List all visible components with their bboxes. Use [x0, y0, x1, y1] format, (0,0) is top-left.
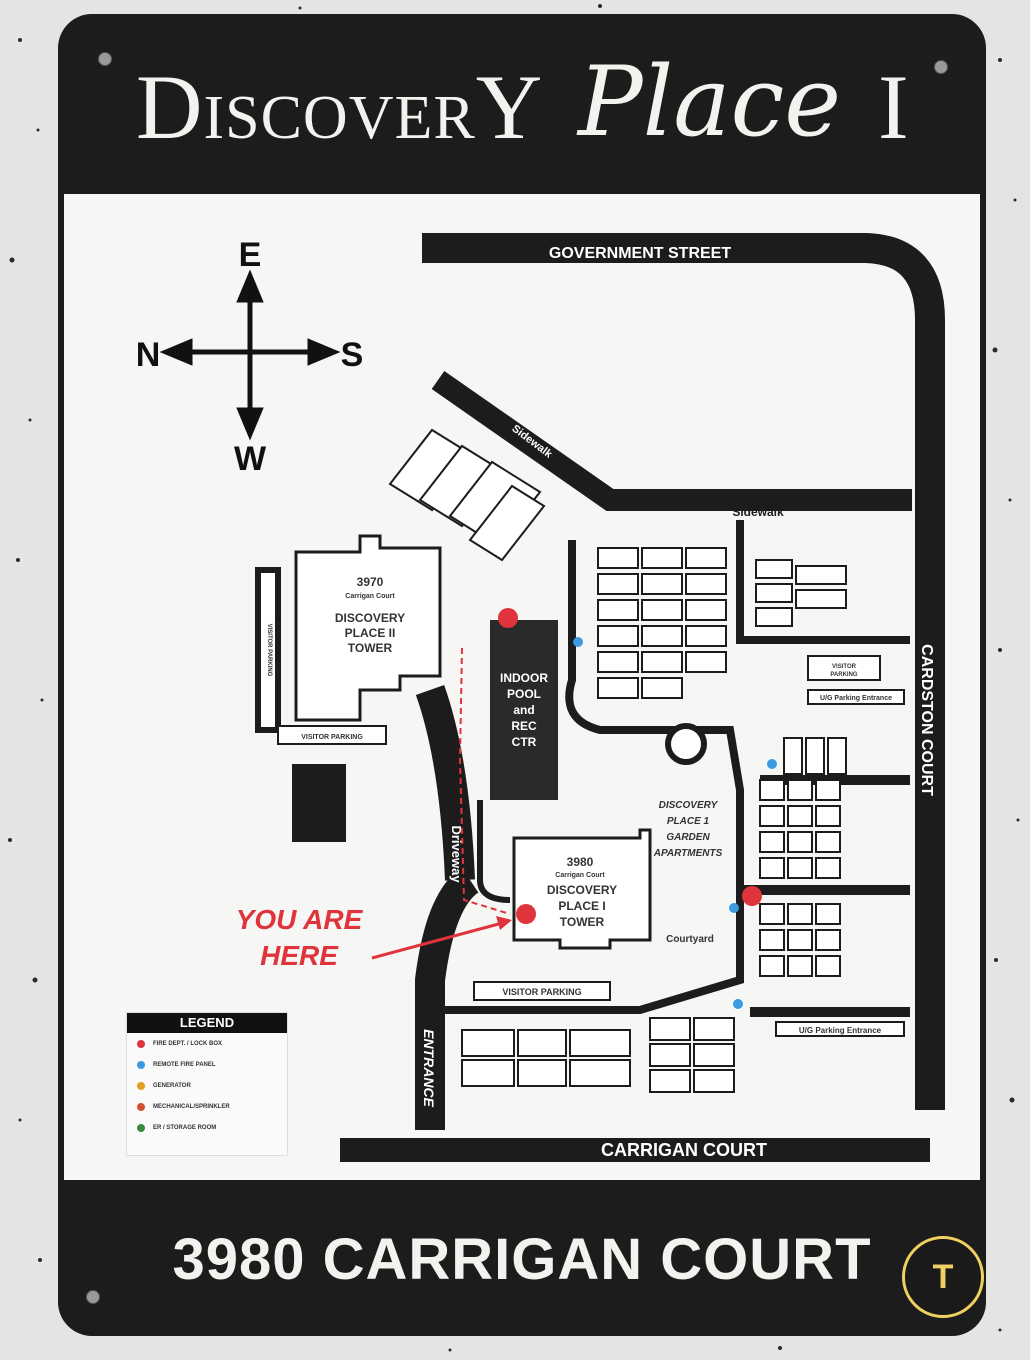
legend-item: ER / STORAGE ROOM: [127, 1117, 287, 1138]
screw: [98, 52, 112, 66]
dark-lot: [292, 764, 346, 842]
legend-dot-icon: [137, 1102, 145, 1111]
translate-badge-icon[interactable]: T: [902, 1236, 984, 1318]
government-street-road: [422, 233, 945, 1110]
tower2-name-3: TOWER: [348, 641, 393, 655]
townhouse-cluster-upper: [388, 428, 546, 562]
pool-label-3: and: [513, 703, 534, 717]
visitor-parking-tower2-label: VISITOR PARKING: [301, 734, 363, 741]
driveway-road: [415, 684, 475, 881]
legend-item-label: MECHANICAL/SPRINKLER: [153, 1103, 230, 1110]
tower2-number: 3970: [357, 575, 384, 589]
government-street-label: GOVERNMENT STREET: [549, 245, 731, 262]
compass-west: W: [234, 440, 267, 478]
pool-label-1: INDOOR: [500, 671, 548, 685]
courtyard-label: Courtyard: [666, 934, 714, 945]
compass-south: S: [341, 336, 364, 374]
internal-road: [440, 540, 744, 1014]
legend-title: LEGEND: [127, 1013, 287, 1033]
legend-item: GENERATOR: [127, 1075, 287, 1096]
title-place: Place: [578, 46, 842, 158]
legend-item-label: FIRE DEPT. / LOCK BOX: [153, 1040, 223, 1047]
garden-units-grid: [597, 547, 847, 699]
address-text: 3980 CARRIGAN COURT: [172, 1227, 872, 1292]
visitor-parking-right-2: PARKING: [830, 672, 858, 678]
visitor-parking-left-label: VISITOR PARKING: [266, 624, 272, 677]
garden-label-4: APARTMENTS: [653, 848, 723, 859]
remote-fire-panel-marker: [573, 637, 777, 1009]
you-are-here-arrow: [371, 916, 512, 960]
driveway-label: Driveway: [449, 825, 464, 883]
tower1-building: [512, 828, 652, 950]
tower2-name-1: DISCOVERY: [335, 611, 405, 625]
tower1-street: Carrigan Court: [555, 872, 605, 879]
legend-item: MECHANICAL/SPRINKLER: [127, 1096, 287, 1117]
compass-rose: [159, 269, 341, 441]
entrance-road: [415, 867, 480, 1130]
title-bar: DISCOVERY Place I: [58, 14, 986, 204]
screw: [86, 1290, 100, 1304]
sidewalk-top-label: Sidewalk: [732, 505, 784, 519]
legend-dot-icon: [137, 1123, 145, 1132]
legend-item-label: ER / STORAGE ROOM: [153, 1124, 217, 1131]
you-are-here-line2: HERE: [260, 940, 338, 971]
carrigan-court-label: CARRIGAN COURT: [601, 1140, 767, 1160]
pool-label-5: CTR: [512, 735, 537, 749]
legend-item: REMOTE FIRE PANEL: [127, 1054, 287, 1075]
route-path: [458, 647, 511, 915]
visitor-parking-tower2: [277, 725, 387, 745]
tower1-name-2: PLACE I: [558, 899, 605, 913]
bottom-units: [461, 1017, 735, 1093]
legend-dot-icon: [137, 1060, 145, 1069]
fire-dept-marker: [498, 608, 762, 924]
legend-item-label: GENERATOR: [153, 1082, 191, 1089]
pool-rec-centre: [490, 620, 558, 800]
diagonal-sidewalk: [431, 370, 912, 511]
compass-north: N: [136, 336, 161, 374]
visitor-parking-right-1: VISITOR: [832, 664, 857, 670]
legend-item: FIRE DEPT. / LOCK BOX: [127, 1033, 287, 1054]
tower1-name-1: DISCOVERY: [547, 883, 617, 897]
visitor-parking-main: [473, 981, 611, 1001]
roundabout: [665, 723, 707, 765]
pool-label-4: REC: [511, 719, 537, 733]
ug-entrance-2-label: U/G Parking Entrance: [799, 1026, 882, 1035]
cardston-court-label: CARDSTON COURT: [918, 644, 935, 796]
map-legend: LEGEND FIRE DEPT. / LOCK BOX REMOTE FIRE …: [126, 1012, 288, 1156]
garden-label-3: GARDEN: [666, 832, 710, 843]
you-are-here-label: YOU ARE HERE: [224, 902, 374, 974]
tower2-street: Carrigan Court: [345, 593, 395, 600]
legend-dot-icon: [137, 1039, 145, 1048]
visitor-parking-main-label: VISITOR PARKING: [502, 987, 581, 997]
compass-east: E: [239, 236, 262, 274]
title-discovery: DISCOVERY: [136, 56, 544, 158]
tower2-name-2: PLACE II: [345, 626, 396, 640]
pool-label-2: POOL: [507, 687, 541, 701]
visitor-parking-left: [255, 567, 281, 733]
tower2-building: [294, 534, 442, 722]
screw: [934, 60, 948, 74]
entrance-label: ENTRANCE: [421, 1029, 437, 1107]
right-units: [759, 655, 905, 1037]
garden-label-2: PLACE 1: [667, 816, 710, 827]
tower1-number: 3980: [567, 855, 594, 869]
garden-label-1: DISCOVERY: [659, 800, 719, 811]
tower1-name-3: TOWER: [560, 915, 605, 929]
you-are-here-line1: YOU ARE: [235, 904, 363, 935]
ug-entrance-1-label: U/G Parking Entrance: [820, 695, 892, 702]
legend-item-label: REMOTE FIRE PANEL: [153, 1061, 216, 1068]
legend-dot-icon: [137, 1081, 145, 1090]
title-numeral: I: [878, 56, 909, 158]
